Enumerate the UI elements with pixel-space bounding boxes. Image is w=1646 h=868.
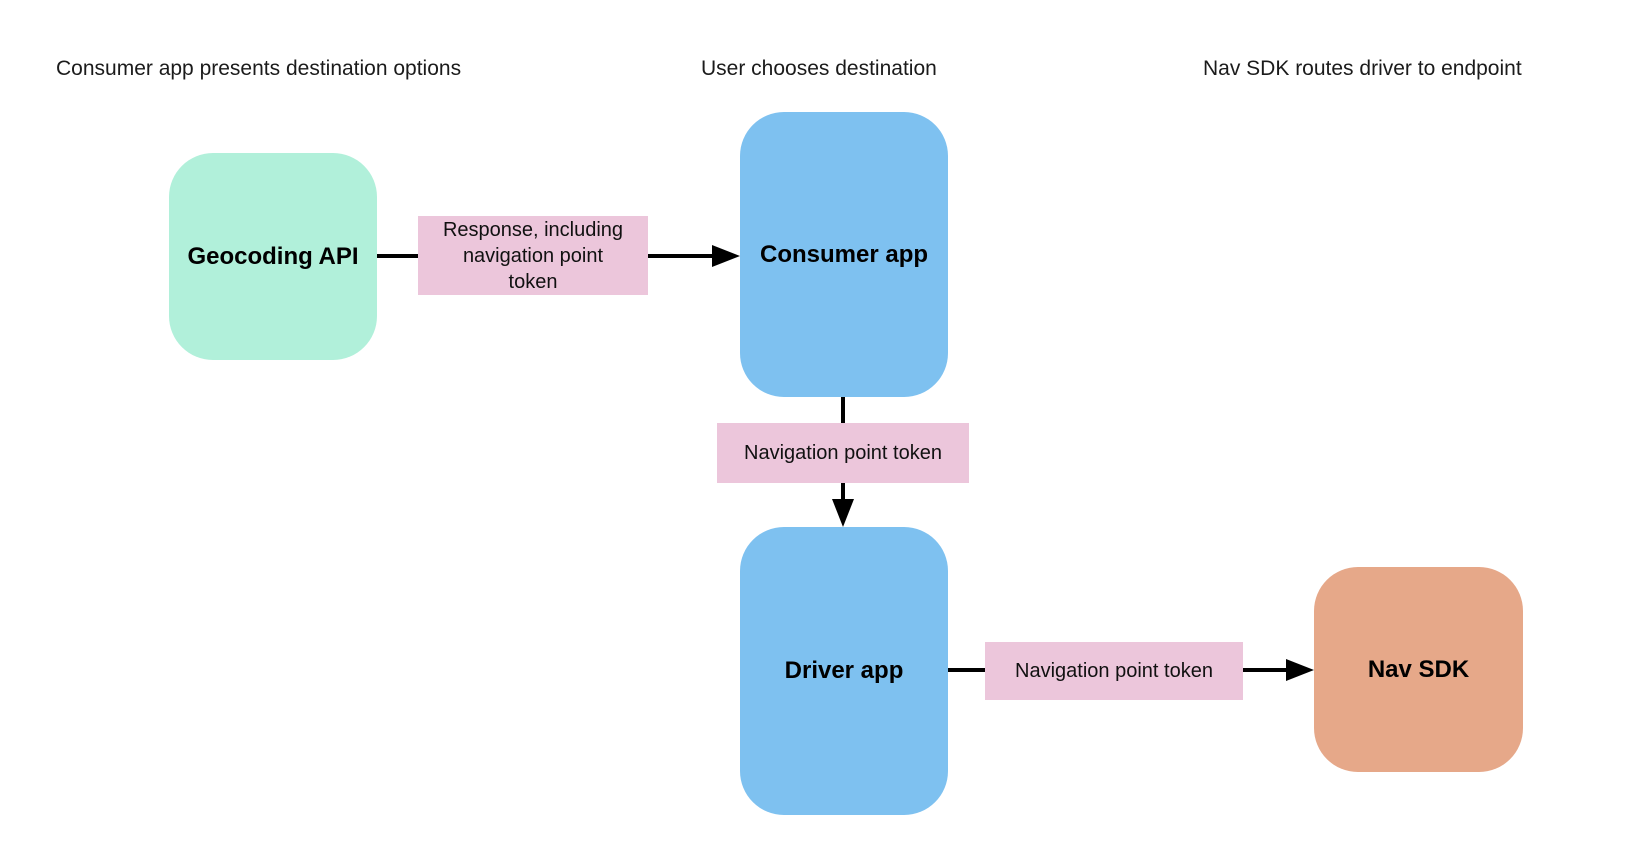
- node-nav-sdk-label: Nav SDK: [1367, 655, 1470, 683]
- edge-label-navigation-point-token-horizontal: Navigation point token: [985, 642, 1243, 700]
- node-driver-app: Driver app: [740, 527, 948, 815]
- node-geocoding-api: Geocoding API: [169, 153, 377, 360]
- edge-label-response-line-3: token: [508, 270, 558, 293]
- node-geocoding-api-label: Geocoding API: [187, 242, 359, 270]
- arrowhead-geocoding-to-consumer: [712, 245, 740, 267]
- edge-label-response-line-2: navigation point: [462, 244, 604, 267]
- edge-label-response-including-token: Response, including navigation point tok…: [418, 216, 648, 295]
- stage-header-user-chooses: User chooses destination: [701, 57, 937, 80]
- stage-header-navsdk-routes: Nav SDK routes driver to endpoint: [1203, 57, 1522, 80]
- stage-header-consumer-presents: Consumer app presents destination option…: [56, 57, 462, 80]
- node-consumer-app-label: Consumer app: [759, 240, 929, 268]
- edge-label-navigation-point-token-vertical: Navigation point token: [717, 423, 969, 483]
- edge-label-response-line-1: Response, including: [442, 218, 624, 241]
- edge-label-navigation-point-token-vertical-text: Navigation point token: [744, 442, 942, 464]
- edge-label-navigation-point-token-horizontal-text: Navigation point token: [1015, 660, 1213, 682]
- node-consumer-app: Consumer app: [740, 112, 948, 397]
- node-nav-sdk: Nav SDK: [1314, 567, 1523, 772]
- arrowhead-driver-to-navsdk: [1286, 659, 1314, 681]
- arrowhead-consumer-to-driver: [832, 499, 854, 527]
- node-driver-app-label: Driver app: [784, 657, 904, 684]
